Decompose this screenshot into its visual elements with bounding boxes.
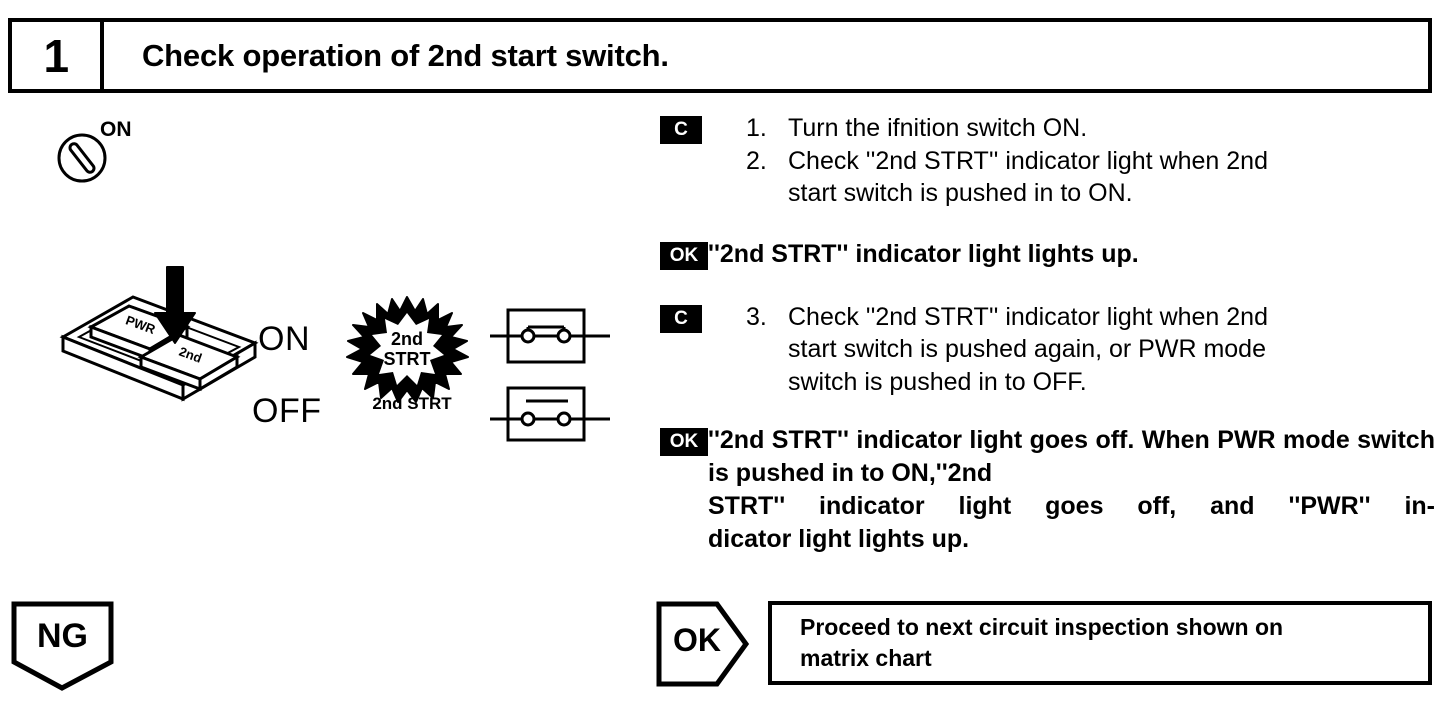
result-line: When PWR mode switch is pushed in to ON,… <box>708 426 1435 487</box>
result-text: ''2nd STRT'' indicator light lights up. <box>708 238 1139 271</box>
indicator-lamp-off-line1: 2nd <box>372 394 403 413</box>
ok-pennant-shape <box>656 601 750 687</box>
state-label-off: OFF <box>252 392 322 430</box>
list-item-line: Check ''2nd STRT'' indicator light when … <box>788 146 1268 175</box>
indicator-lamp-off-label: 2nd STRT <box>372 395 452 413</box>
step-header: 1 Check operation of 2nd start switch. <box>8 18 1432 93</box>
result-line: dicator light lights up. <box>708 525 970 553</box>
result-line: STRT'' indicator light goes off, and ''P… <box>708 492 1435 520</box>
instruction-block-body: 1. Turn the ifnition switch ON. 2. Check… <box>746 112 1435 210</box>
svg-text:STRT: STRT <box>384 349 431 369</box>
list-item-line: start switch is pushed again, or PWR mod… <box>788 335 1266 363</box>
ignition-state-label: ON <box>100 118 132 141</box>
badge-check: C <box>660 304 702 333</box>
ng-pennant-shape <box>11 601 114 691</box>
step-title-cell: Check operation of 2nd start switch. <box>104 22 1428 89</box>
instruction-block-body: 3. Check ''2nd STRT'' indicator light wh… <box>746 301 1435 399</box>
instruction-column: C 1. Turn the ifnition switch ON. 2. Che… <box>660 112 1435 556</box>
list-item: 1. Turn the ifnition switch ON. <box>746 112 1435 145</box>
switch-contact-open-symbol <box>490 386 610 442</box>
result-line: ''2nd STRT'' indicator light lights up. <box>708 239 1139 268</box>
indicator-lamp-lit-starburst-icon: 2nd STRT <box>346 296 469 403</box>
list-item-marker: 1. <box>746 114 767 142</box>
instruction-block-check-1: C 1. Turn the ifnition switch ON. 2. Che… <box>660 112 1435 210</box>
result-line: ''2nd STRT'' indicator light goes off. <box>708 426 1135 454</box>
list-item-text: Turn the ifnition switch ON. <box>788 112 1435 145</box>
illustration-panel: ON PWR 2nd ON OFF 2nd STRT 2nd STRT <box>0 100 648 570</box>
list-item: 2. Check ''2nd STRT'' indicator light wh… <box>746 145 1435 210</box>
list-item-marker: 2. <box>746 146 767 175</box>
list-item-line: Turn the ifnition switch ON. <box>788 114 1088 142</box>
ok-label: OK <box>673 622 721 658</box>
list-item: 3. Check ''2nd STRT'' indicator light wh… <box>746 301 1435 399</box>
svg-text:2nd: 2nd <box>177 344 204 366</box>
switch-panel-isometric-illustration: PWR 2nd <box>59 266 259 402</box>
badge-check: C <box>660 116 702 144</box>
badge-ok: OK <box>660 241 708 270</box>
instruction-block-ok-1: OK ''2nd STRT'' indicator light lights u… <box>660 238 1435 271</box>
step-title: Check operation of 2nd start switch. <box>142 37 669 73</box>
state-label-on: ON <box>258 320 310 358</box>
step-number-cell: 1 <box>12 22 104 89</box>
step-number: 1 <box>43 29 69 82</box>
svg-text:2nd: 2nd <box>391 329 423 349</box>
ng-label: NG <box>37 617 88 655</box>
proceed-line: Proceed to next circuit inspection shown… <box>800 613 1284 640</box>
list-item-line: Check ''2nd STRT'' indicator light when … <box>788 302 1268 331</box>
instruction-block-check-2: C 3. Check ''2nd STRT'' indicator light … <box>660 301 1435 399</box>
proceed-text: Proceed to next circuit inspection shown… <box>800 612 1283 674</box>
list-item-marker: 3. <box>746 302 767 331</box>
result-text: ''2nd STRT'' indicator light goes off. W… <box>708 424 1435 556</box>
list-item-line: switch is pushed in to OFF. <box>788 367 1087 396</box>
indicator-lamp-off-line2: STRT <box>407 394 452 413</box>
switch-contact-closed-symbol <box>490 308 610 364</box>
ignition-key-cylinder-icon <box>57 133 107 183</box>
list-item-text: Check ''2nd STRT'' indicator light when … <box>788 301 1435 399</box>
list-item-line: start switch is pushed in to ON. <box>788 179 1133 207</box>
badge-ok: OK <box>660 428 708 456</box>
proceed-line: matrix chart <box>800 645 932 671</box>
list-item-text: Check ''2nd STRT'' indicator light when … <box>788 145 1435 210</box>
proceed-instruction-box: Proceed to next circuit inspection shown… <box>768 601 1432 685</box>
instruction-block-ok-2: OK ''2nd STRT'' indicator light goes off… <box>660 424 1435 556</box>
